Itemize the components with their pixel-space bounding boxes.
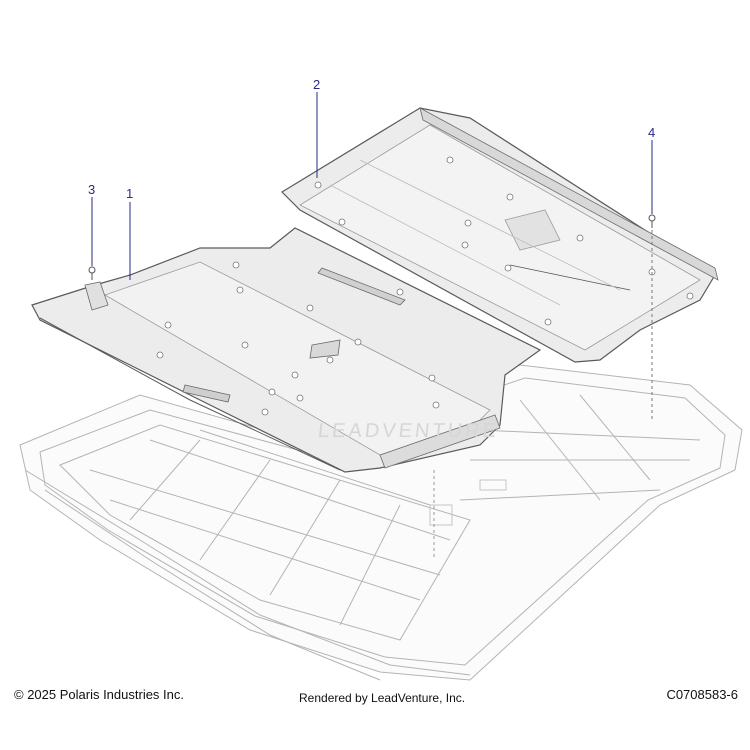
floor-panel-2 [281, 107, 719, 363]
leader-lines [91, 92, 653, 280]
base-tray [19, 364, 743, 681]
callout-1: 1 [126, 186, 134, 201]
part-code: C0708583-6 [666, 687, 738, 702]
copyright-text: © 2025 Polaris Industries Inc. [14, 687, 184, 702]
fastener-item-4 [648, 214, 656, 228]
floor-panel-1 [31, 227, 542, 473]
callout-3: 3 [88, 182, 96, 197]
watermark: LEADVENTURE [316, 420, 501, 442]
callout-4: 4 [648, 125, 656, 140]
rendered-by-text: Rendered by LeadVenture, Inc. [299, 691, 466, 705]
callout-2: 2 [313, 77, 321, 92]
fastener-item-3 [88, 266, 96, 280]
